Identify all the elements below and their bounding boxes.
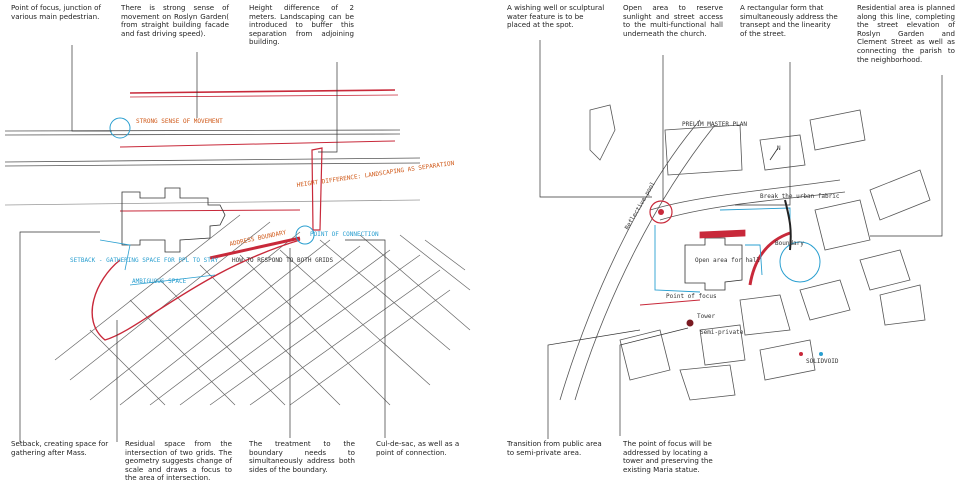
annotation-cul-de-sac: Cul-de-sac, as well as a point of connec… <box>376 439 460 457</box>
label-open-area: Open area for hall <box>695 257 760 264</box>
annotation-height-difference: Height difference of 2 meters. Landscapi… <box>249 3 354 47</box>
label-break-urban: Break the urban fabric <box>760 193 840 200</box>
label-respond-grids: HOW TO RESPOND TO BOTH GRIDS <box>232 257 334 264</box>
label-point-connection: POINT OF CONNECTION <box>310 231 379 238</box>
annotation-rectangular-form: A rectangular form that simultaneously a… <box>740 3 838 38</box>
annotation-open-area: Open area to reserve sunlight and street… <box>623 3 723 38</box>
annotation-tower-focus: The point of focus will be addressed by … <box>623 439 713 474</box>
label-height-difference: HEIGHT DIFFERENCE: LANDSCAPING AS SEPARA… <box>296 160 455 189</box>
label-semi-private: Semi-private <box>700 329 744 336</box>
legend-void: VOID <box>824 358 839 365</box>
label-setback: SETBACK - GATHERING SPACE FOR PPL TO STA… <box>70 257 218 264</box>
label-strong-sense: STRONG SENSE OF MOVEMENT <box>136 118 223 125</box>
left-sketch <box>4 45 471 442</box>
annotation-residential-area: Residential area is planned along this l… <box>857 3 955 64</box>
annotation-transition: Transition from public area to semi-priv… <box>507 439 602 457</box>
master-plan-title: PRELIM MASTER PLAN <box>682 121 747 128</box>
label-tower: Tower <box>697 313 715 320</box>
right-sketch <box>539 40 943 439</box>
annotation-strong-movement: There is strong sense of movement on Ros… <box>121 3 229 38</box>
north-label: N <box>777 145 781 152</box>
label-boundary: Boundary <box>775 240 804 247</box>
annotation-residual-space: Residual space from the intersection of … <box>125 439 232 483</box>
annotation-setback: Setback, creating space for gathering af… <box>11 439 109 457</box>
legend-solid: SOLID <box>806 358 824 365</box>
annotation-boundary-treatment: The treatment to the boundary needs to s… <box>249 439 355 474</box>
annotation-point-of-focus: Point of focus, junction of various main… <box>11 3 101 21</box>
annotation-wishing-well: A wishing well or sculptural water featu… <box>507 3 605 30</box>
label-point-of-focus: Point of focus <box>666 293 717 300</box>
label-ambiguous-space: AMBIGUOUS SPACE <box>132 278 187 285</box>
label-address-boundary: ADDRESS BOUNDARY <box>229 229 287 248</box>
